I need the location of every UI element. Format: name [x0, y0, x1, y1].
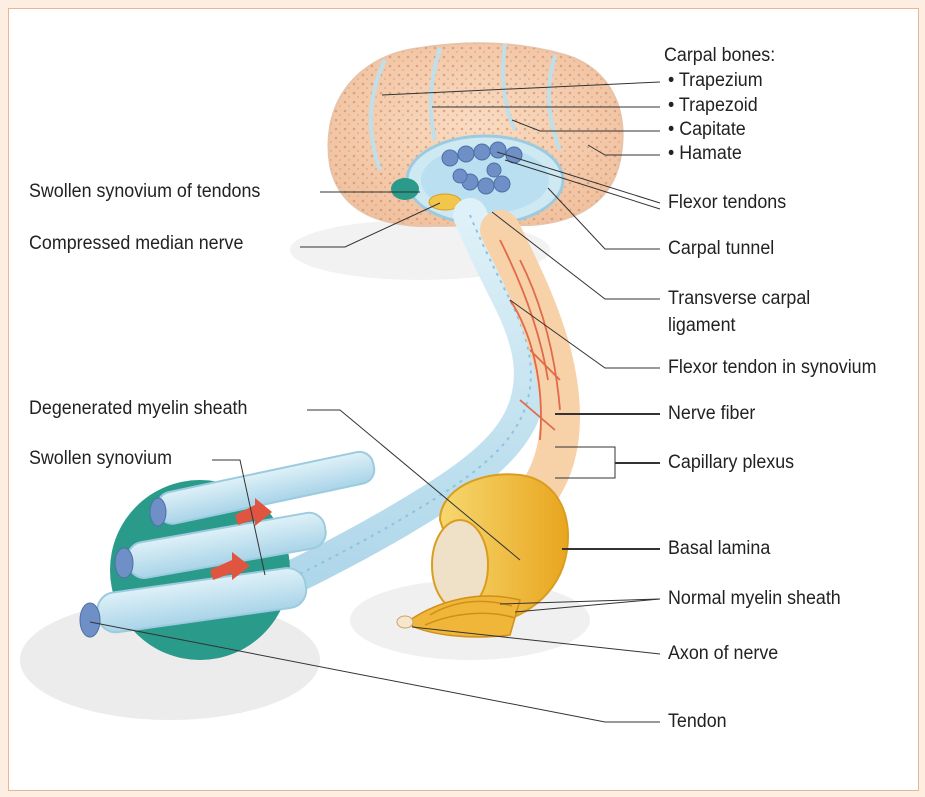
label-axon: Axon of nerve [668, 643, 778, 665]
label-nerve-fiber: Nerve fiber [668, 403, 755, 425]
label-tendon: Tendon [668, 711, 727, 733]
label-carpal-tunnel: Carpal tunnel [668, 238, 774, 260]
carpal-bones-heading: Carpal bones: [664, 45, 775, 67]
carpal-cross-section [328, 43, 622, 226]
label-transverse-line1: Transverse carpal [668, 288, 810, 310]
label-normal-myelin: Normal myelin sheath [668, 588, 841, 610]
label-trapezoid: • Trapezoid [668, 95, 758, 117]
swollen-synovium-cross [391, 178, 419, 200]
label-transverse-line2: ligament [668, 315, 736, 337]
label-compressed-median-nerve: Compressed median nerve [29, 233, 243, 255]
label-swollen-synovium-tendons: Swollen synovium of tendons [29, 181, 260, 203]
label-basal-lamina: Basal lamina [668, 538, 770, 560]
label-trapezium: • Trapezium [668, 70, 763, 92]
label-swollen-synovium: Swollen synovium [29, 448, 172, 470]
label-capitate: • Capitate [668, 119, 746, 141]
label-hamate: • Hamate [668, 143, 742, 165]
label-degenerated-myelin: Degenerated myelin sheath [29, 398, 247, 420]
label-flexor-tendon-synovium: Flexor tendon in synovium [668, 357, 876, 379]
label-capillary-plexus: Capillary plexus [668, 452, 794, 474]
label-flexor-tendons: Flexor tendons [668, 192, 786, 214]
